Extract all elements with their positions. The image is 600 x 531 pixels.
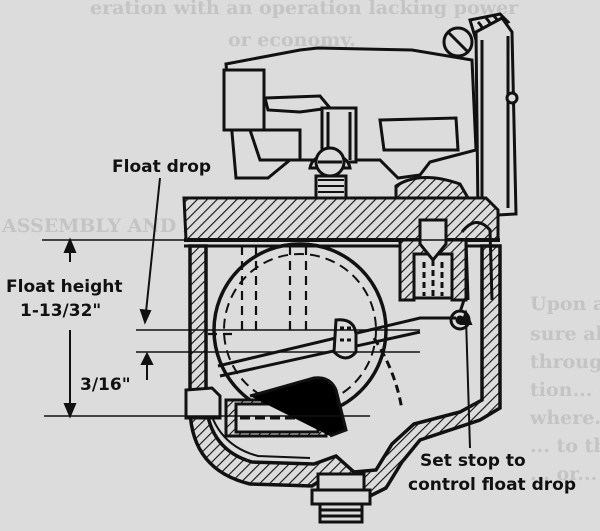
bg-text-line: where... throttle <box>529 407 600 429</box>
drain-plug <box>310 472 372 524</box>
labels: Float drop Float height 1-13/32" 3/16" S… <box>6 157 576 495</box>
float-hinge-pin <box>184 376 348 438</box>
bg-text-line: ... to the float <box>530 435 600 457</box>
float-drop-label: Float drop <box>112 157 211 177</box>
float-height-dimension <box>42 237 498 419</box>
throttle-lever <box>474 16 519 218</box>
bg-text-line: Upon assembly... compressor <box>530 293 600 315</box>
bg-text-line: through... to <box>530 351 600 373</box>
float-dropped-outline <box>206 246 308 336</box>
bg-text-line: ... or... <box>530 463 597 485</box>
float-height-label: Float height <box>6 277 123 297</box>
float-drop-dimension <box>136 177 420 380</box>
float-arm <box>217 316 456 411</box>
throttle-body <box>222 46 478 180</box>
drop-dimension-value: 3/16" <box>80 375 131 395</box>
bg-text-line: eration with an operation lacking power <box>90 0 519 19</box>
float-height-value: 1-13/32" <box>20 301 101 321</box>
set-stop-leader <box>459 309 473 449</box>
set-stop-label-line1: Set stop to <box>420 451 526 471</box>
bg-text-line: or economy. <box>228 29 356 51</box>
needle-valve-seat <box>398 218 468 302</box>
bg-text-line: tion... glide <box>530 379 600 401</box>
set-stop-label-line2: control float drop <box>408 475 576 495</box>
bowl-cover-screw <box>308 146 352 200</box>
bg-text-line: sure always position... are used <box>530 323 600 345</box>
